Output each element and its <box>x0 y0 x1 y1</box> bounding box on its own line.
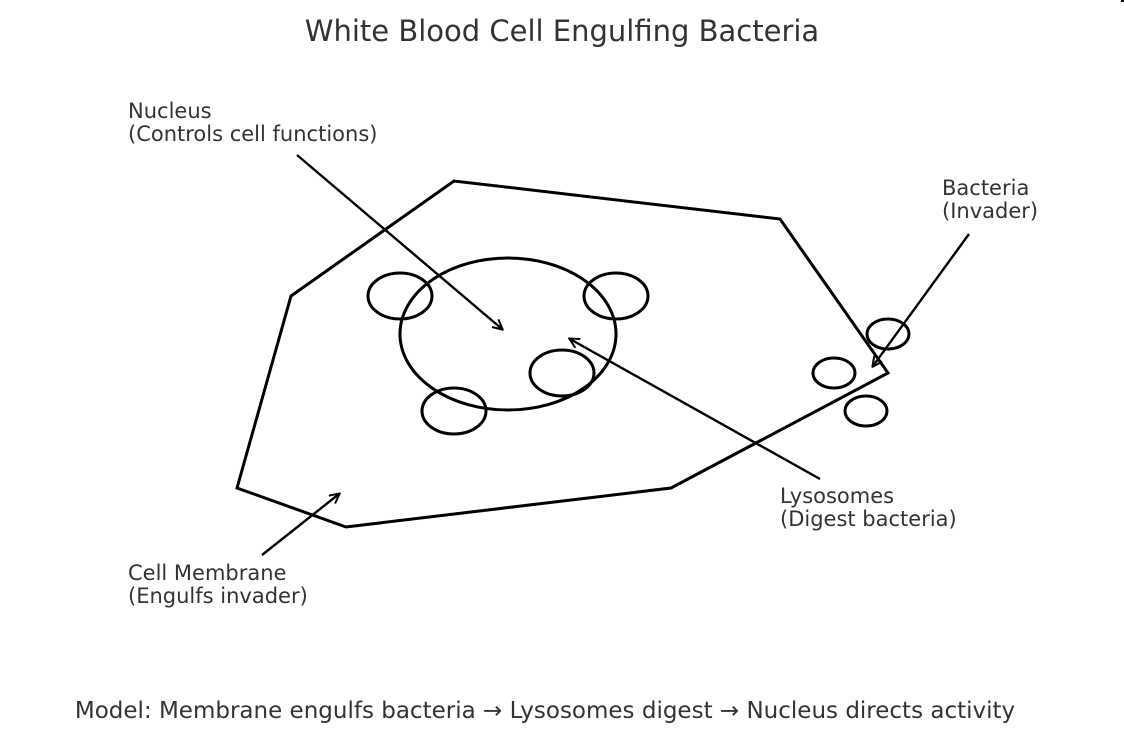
nucleus-label-name: Nucleus <box>128 99 212 123</box>
lysosomes-label-name: Lysosomes <box>780 484 895 508</box>
bacteria-label-desc: (Invader) <box>942 199 1039 223</box>
bacterium <box>811 356 857 390</box>
lysosome <box>582 271 650 321</box>
membrane-arrow <box>261 494 339 556</box>
lysosomes-label: Lysosomes (Digest bacteria) <box>780 485 957 531</box>
lysosome <box>420 386 488 436</box>
bacteria-label: Bacteria (Invader) <box>942 177 1038 223</box>
lysosomes-arrow <box>570 339 821 481</box>
nucleus-arrow <box>296 154 502 329</box>
bacteria-arrow <box>873 233 970 366</box>
bacterium <box>843 394 889 428</box>
membrane-label-name: Cell Membrane <box>128 561 287 585</box>
nucleus-shape <box>398 256 618 412</box>
corner-mark <box>1121 0 1124 2</box>
lysosomes-label-desc: (Digest bacteria) <box>780 507 957 531</box>
lysosome <box>528 348 596 398</box>
membrane-label-desc: (Engulfs invader) <box>128 584 308 608</box>
membrane-label: Cell Membrane (Engulfs invader) <box>128 562 308 608</box>
nucleus-label: Nucleus (Controls cell functions) <box>128 100 377 146</box>
bacteria-label-name: Bacteria <box>942 176 1030 200</box>
diagram-caption: Model: Membrane engulfs bacteria → Lysos… <box>74 698 1016 724</box>
bacterium <box>865 317 911 351</box>
nucleus-label-desc: (Controls cell functions) <box>128 122 378 146</box>
lysosome <box>366 271 434 321</box>
diagram-title: White Blood Cell Engulfing Bacteria <box>304 14 820 48</box>
cell-membrane-outline <box>235 179 891 529</box>
